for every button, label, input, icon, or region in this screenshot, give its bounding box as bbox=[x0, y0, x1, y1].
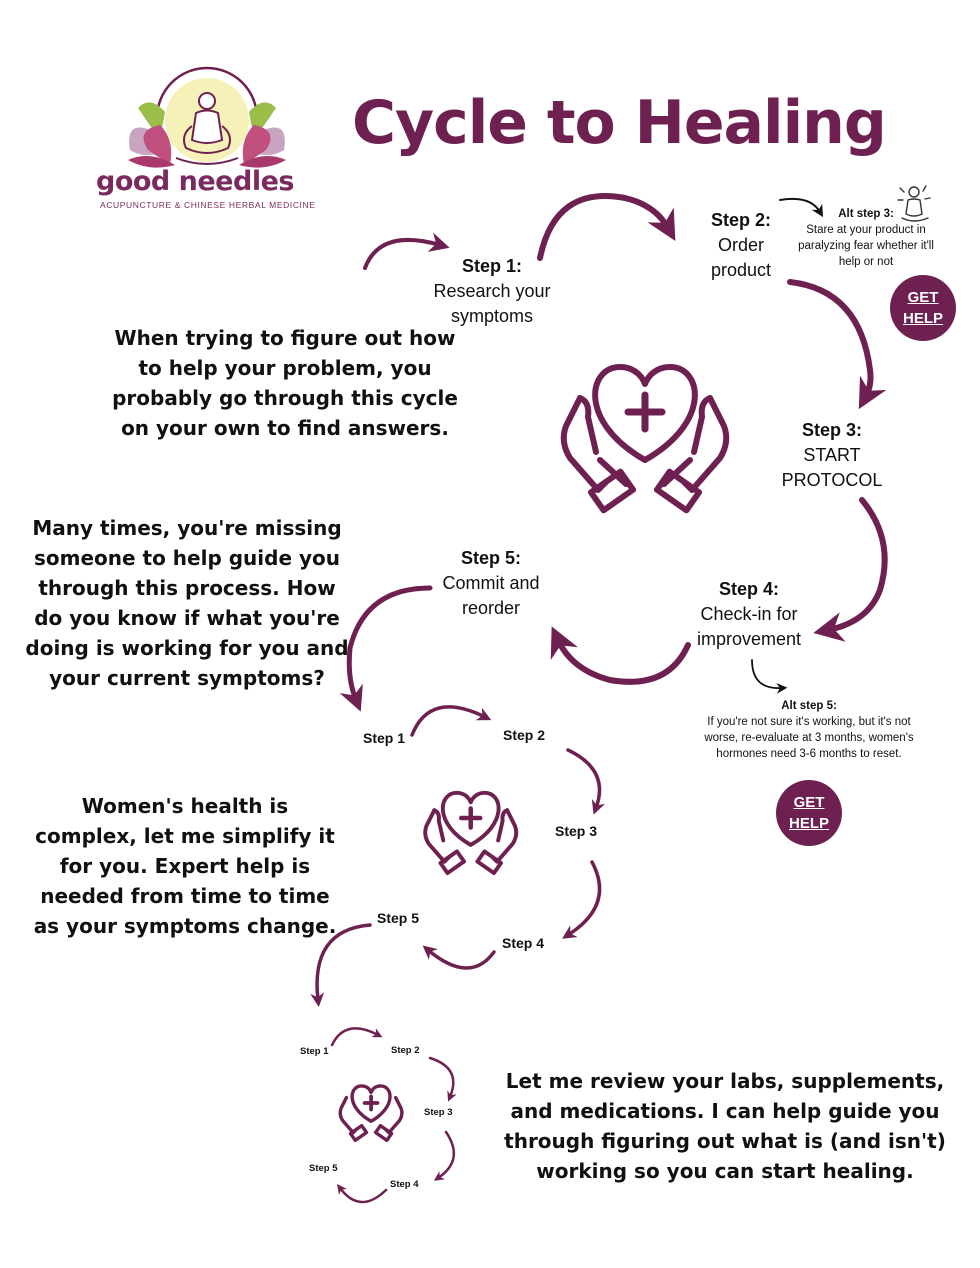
get-help-label: GET HELP bbox=[788, 794, 829, 832]
curved-arrow-icon bbox=[779, 197, 824, 218]
logo-wordmark: good needles bbox=[96, 166, 294, 197]
small-cycle-arrows bbox=[330, 1027, 457, 1204]
large-cycle-arrows bbox=[339, 193, 888, 712]
step-3-text: START PROTOCOL bbox=[781, 445, 883, 490]
mid-step-3: Step 3 bbox=[555, 823, 598, 839]
curved-arrow-icon bbox=[433, 1130, 456, 1181]
curved-arrow-icon bbox=[562, 860, 602, 939]
alt-step-3-text: Stare at your product in paralyzing fear… bbox=[798, 224, 934, 268]
lotus-meditation-logo-icon bbox=[128, 66, 286, 168]
curved-arrow-icon bbox=[339, 585, 433, 712]
curved-arrow-icon bbox=[410, 705, 492, 737]
logo-tagline: ACUPUNCTURE & CHINESE HERBAL MEDICINE bbox=[100, 200, 316, 210]
mid-step-1: Step 1 bbox=[363, 730, 406, 746]
small-step-2: Step 2 bbox=[391, 1045, 420, 1056]
step-1-label: Step 1: bbox=[461, 256, 522, 276]
step-3-label: Step 3: bbox=[801, 420, 862, 440]
small-step-4: Step 4 bbox=[390, 1179, 419, 1190]
alt-step-5-label: Alt step 5: bbox=[781, 700, 837, 712]
step-5-label: Step 5: bbox=[460, 548, 521, 568]
small-step-3: Step 3 bbox=[424, 1107, 453, 1118]
page-title: Cycle to Healing bbox=[352, 88, 887, 158]
curved-arrow-icon bbox=[813, 497, 888, 642]
curved-arrow-icon bbox=[566, 748, 605, 815]
curved-arrow-icon bbox=[751, 659, 788, 694]
heart-hands-icon bbox=[560, 364, 730, 514]
alt-step-3: Alt step 3: Stare at your product in par… bbox=[798, 206, 934, 270]
step-2-label: Step 2: bbox=[710, 210, 771, 230]
step-2-text: Order product bbox=[710, 235, 772, 280]
heart-hands-icon bbox=[423, 790, 519, 876]
curved-arrow-icon bbox=[422, 945, 496, 970]
step-1-text: Research your symptoms bbox=[433, 281, 551, 326]
intro-paragraph: When trying to figure out how to help yo… bbox=[112, 326, 458, 440]
get-help-button-top[interactable]: GET HELP bbox=[890, 275, 956, 341]
small-step-5: Step 5 bbox=[309, 1163, 338, 1174]
medium-cycle-arrows bbox=[310, 705, 605, 1007]
womens-health-paragraph: Women's health is complex, let me simpli… bbox=[33, 794, 337, 938]
guidance-paragraph: Many times, you're missing someone to he… bbox=[25, 516, 349, 690]
curved-arrow-icon bbox=[537, 193, 676, 261]
step-4-label: Step 4: bbox=[718, 579, 779, 599]
curved-arrow-icon bbox=[787, 279, 887, 410]
step-4-text: Check-in for improvement bbox=[696, 604, 802, 649]
small-step-1: Step 1 bbox=[300, 1046, 329, 1057]
heart-hands-icon bbox=[338, 1084, 404, 1143]
step-1: Step 1: Research your symptoms bbox=[422, 254, 562, 329]
curved-arrow-icon bbox=[363, 232, 450, 270]
review-paragraph: Let me review your labs, supplements, an… bbox=[504, 1069, 946, 1183]
curved-arrow-icon bbox=[310, 923, 372, 1007]
step-4: Step 4: Check-in for improvement bbox=[690, 577, 808, 652]
alt-step-3-label: Alt step 3: bbox=[838, 208, 894, 220]
alt-step-5-text: If you're not sure it's working, but it'… bbox=[704, 716, 914, 760]
curved-arrow-icon bbox=[330, 1027, 383, 1047]
anxious-person-icon bbox=[897, 185, 931, 222]
curved-arrow-icon bbox=[337, 1183, 388, 1204]
get-help-button-bottom[interactable]: GET HELP bbox=[776, 780, 842, 846]
curved-arrow-icon bbox=[550, 626, 691, 685]
curved-arrow-icon bbox=[428, 1056, 457, 1102]
step-2: Step 2: Order product bbox=[702, 208, 780, 283]
get-help-label: GET HELP bbox=[902, 289, 943, 327]
step-3: Step 3: START PROTOCOL bbox=[772, 418, 892, 493]
alt-step-5: Alt step 5: If you're not sure it's work… bbox=[692, 698, 926, 762]
mid-step-4: Step 4 bbox=[502, 935, 545, 951]
mid-step-2: Step 2 bbox=[503, 727, 546, 743]
step-5-text: Commit and reorder bbox=[442, 573, 540, 618]
step-5: Step 5: Commit and reorder bbox=[436, 546, 546, 621]
mid-step-5: Step 5 bbox=[377, 910, 420, 926]
